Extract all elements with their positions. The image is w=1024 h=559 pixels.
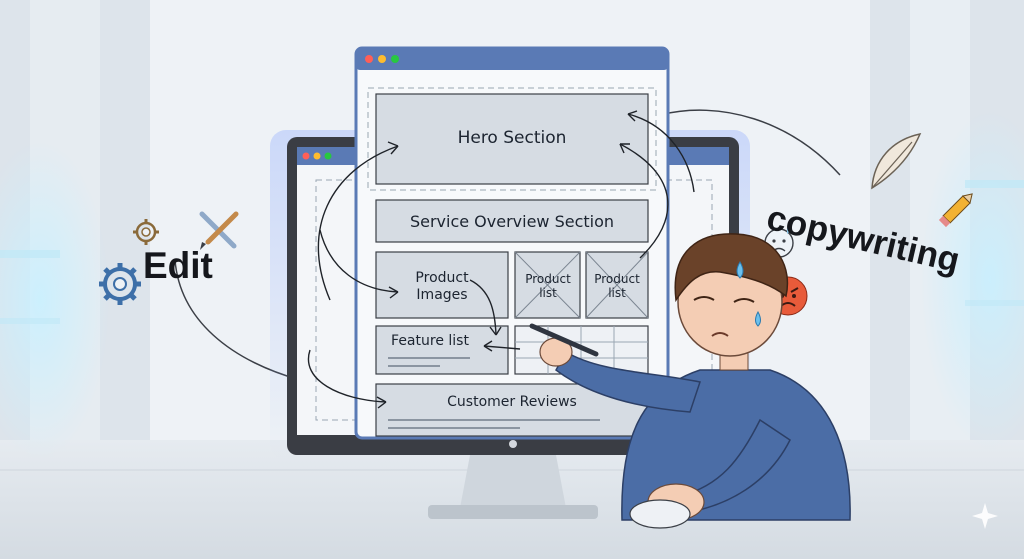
product-list-label-2: Product list xyxy=(594,272,640,300)
service-overview-label: Service Overview Section xyxy=(409,212,615,231)
pencil-icon xyxy=(938,193,973,228)
sweat-drop-icon xyxy=(736,261,744,279)
hero-section-label: Hero Section xyxy=(457,128,567,148)
gear-icon-small xyxy=(133,219,159,245)
product-list-label-1: Product list xyxy=(525,272,571,300)
mouse-icon xyxy=(629,499,691,529)
brush-pencil-icon xyxy=(199,211,239,250)
sparkle-icon xyxy=(972,503,998,529)
workflow-arrows xyxy=(307,110,695,409)
customer-reviews-label: Customer Reviews xyxy=(447,394,577,410)
feature-list-label: Feature list xyxy=(391,333,469,349)
edit-label: Edit xyxy=(143,245,213,286)
stylus-pen-icon xyxy=(529,323,599,357)
product-images-label: Product Images xyxy=(415,270,469,303)
feather-quill-icon xyxy=(871,132,922,190)
browser-window xyxy=(354,46,670,440)
stressed-person xyxy=(529,233,851,529)
gear-icon-large xyxy=(99,263,141,305)
